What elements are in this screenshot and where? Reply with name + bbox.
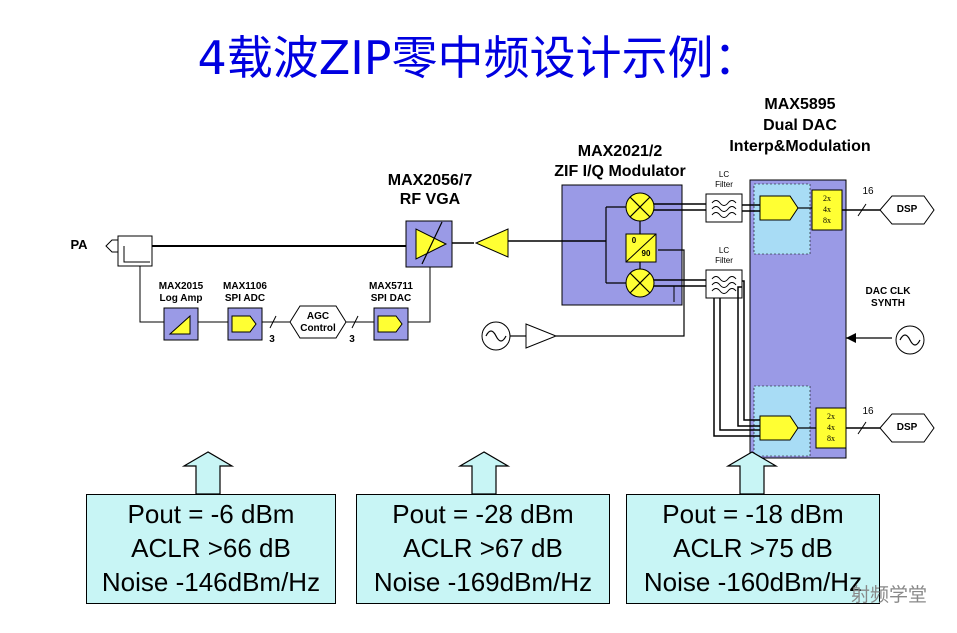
label-bus-top: 16: [862, 186, 874, 197]
label-phase-top: 0: [631, 236, 637, 245]
pa-arrow: [105, 239, 119, 253]
modulator-block: [561, 184, 683, 306]
label-bus-bot: 16: [862, 406, 874, 417]
label-dsp-bot: DSP: [896, 422, 918, 433]
info-box-modulator: Pout = -28 dBm ACLR >67 dB Noise -169dBm…: [356, 494, 610, 604]
label-bus-dac: 3: [349, 334, 355, 345]
coupler-line: [123, 246, 150, 263]
label-adc-part: MAX1106: [223, 281, 267, 292]
slide-title: 4载波ZIP零中频设计示例：: [197, 31, 760, 85]
label-lc2-a: LC: [718, 246, 730, 255]
label-bus-adc: 3: [269, 334, 275, 345]
watermark: 射频学堂: [850, 584, 927, 606]
up-arrow-1: [181, 451, 235, 495]
driver-amp: [474, 228, 509, 258]
label-dac-name: Dual DAC: [763, 117, 837, 134]
label-log-amp-name: Log Amp: [159, 293, 203, 304]
info-box-dac: Pout = -18 dBm ACLR >75 dB Noise -160dBm…: [626, 494, 880, 604]
label-interp-bot-1: 4x: [827, 423, 835, 432]
info-pout: Pout = -18 dBm: [662, 499, 844, 529]
lo-amp: [525, 323, 558, 349]
label-clk-2: SYNTH: [871, 298, 905, 309]
info-aclr: ACLR >75 dB: [673, 533, 833, 563]
label-mod-name: ZIF I/Q Modulator: [554, 163, 686, 180]
label-interp-top-0: 2x: [823, 194, 831, 203]
label-phase-bot: 90: [641, 249, 651, 258]
label-clk-1: DAC CLK: [865, 286, 911, 297]
label-interp-bot-2: 8x: [827, 434, 835, 443]
info-aclr: ACLR >66 dB: [131, 533, 291, 563]
label-adc-name: SPI ADC: [224, 293, 266, 304]
label-interp-top-1: 4x: [823, 205, 831, 214]
vga-arrow: [421, 221, 443, 265]
dsp-top-shape: [879, 195, 935, 225]
label-vga-part: MAX2056/7: [387, 172, 473, 189]
clk-arrow: [846, 333, 856, 343]
info-noise: Noise -146dBm/Hz: [101, 567, 321, 597]
interp-bot: [815, 407, 847, 449]
label-spi-dac-part: MAX5711: [369, 281, 413, 292]
dsp-bot-shape: [879, 413, 935, 443]
label-log-amp-part: MAX2015: [158, 281, 204, 292]
info-noise: Noise -160dBm/Hz: [643, 567, 863, 597]
label-spi-dac-name: SPI DAC: [370, 293, 412, 304]
lc-filter-bot: [705, 269, 743, 299]
lc-filter-top: [705, 193, 743, 223]
label-dsp-top: DSP: [896, 204, 918, 215]
label-mod-part: MAX2021/2: [577, 143, 663, 160]
label-agc-1: AGC: [306, 311, 330, 322]
label-agc-2: Control: [300, 323, 336, 334]
info-aclr: ACLR >67 dB: [403, 533, 563, 563]
info-pout: Pout = -6 dBm: [127, 499, 295, 529]
label-lc2-b: Filter: [715, 256, 733, 265]
label-interp-top-2: 8x: [823, 216, 831, 225]
label-lc1-a: LC: [718, 170, 730, 179]
up-arrow-2: [457, 451, 511, 495]
label-dac-func: Interp&Modulation: [729, 138, 871, 155]
label-dac-part: MAX5895: [764, 96, 836, 113]
label-vga-name: RF VGA: [399, 191, 461, 208]
info-noise: Noise -169dBm/Hz: [373, 567, 593, 597]
dac-conv-bot: [759, 415, 799, 441]
label-pa: PA: [70, 237, 88, 252]
info-box-vga: Pout = -6 dBm ACLR >66 dB Noise -146dBm/…: [86, 494, 336, 604]
label-interp-bot-0: 2x: [827, 412, 835, 421]
info-pout: Pout = -28 dBm: [392, 499, 574, 529]
label-lc1-b: Filter: [715, 180, 733, 189]
interp-top: [811, 189, 843, 231]
dac-conv-top: [759, 195, 799, 221]
